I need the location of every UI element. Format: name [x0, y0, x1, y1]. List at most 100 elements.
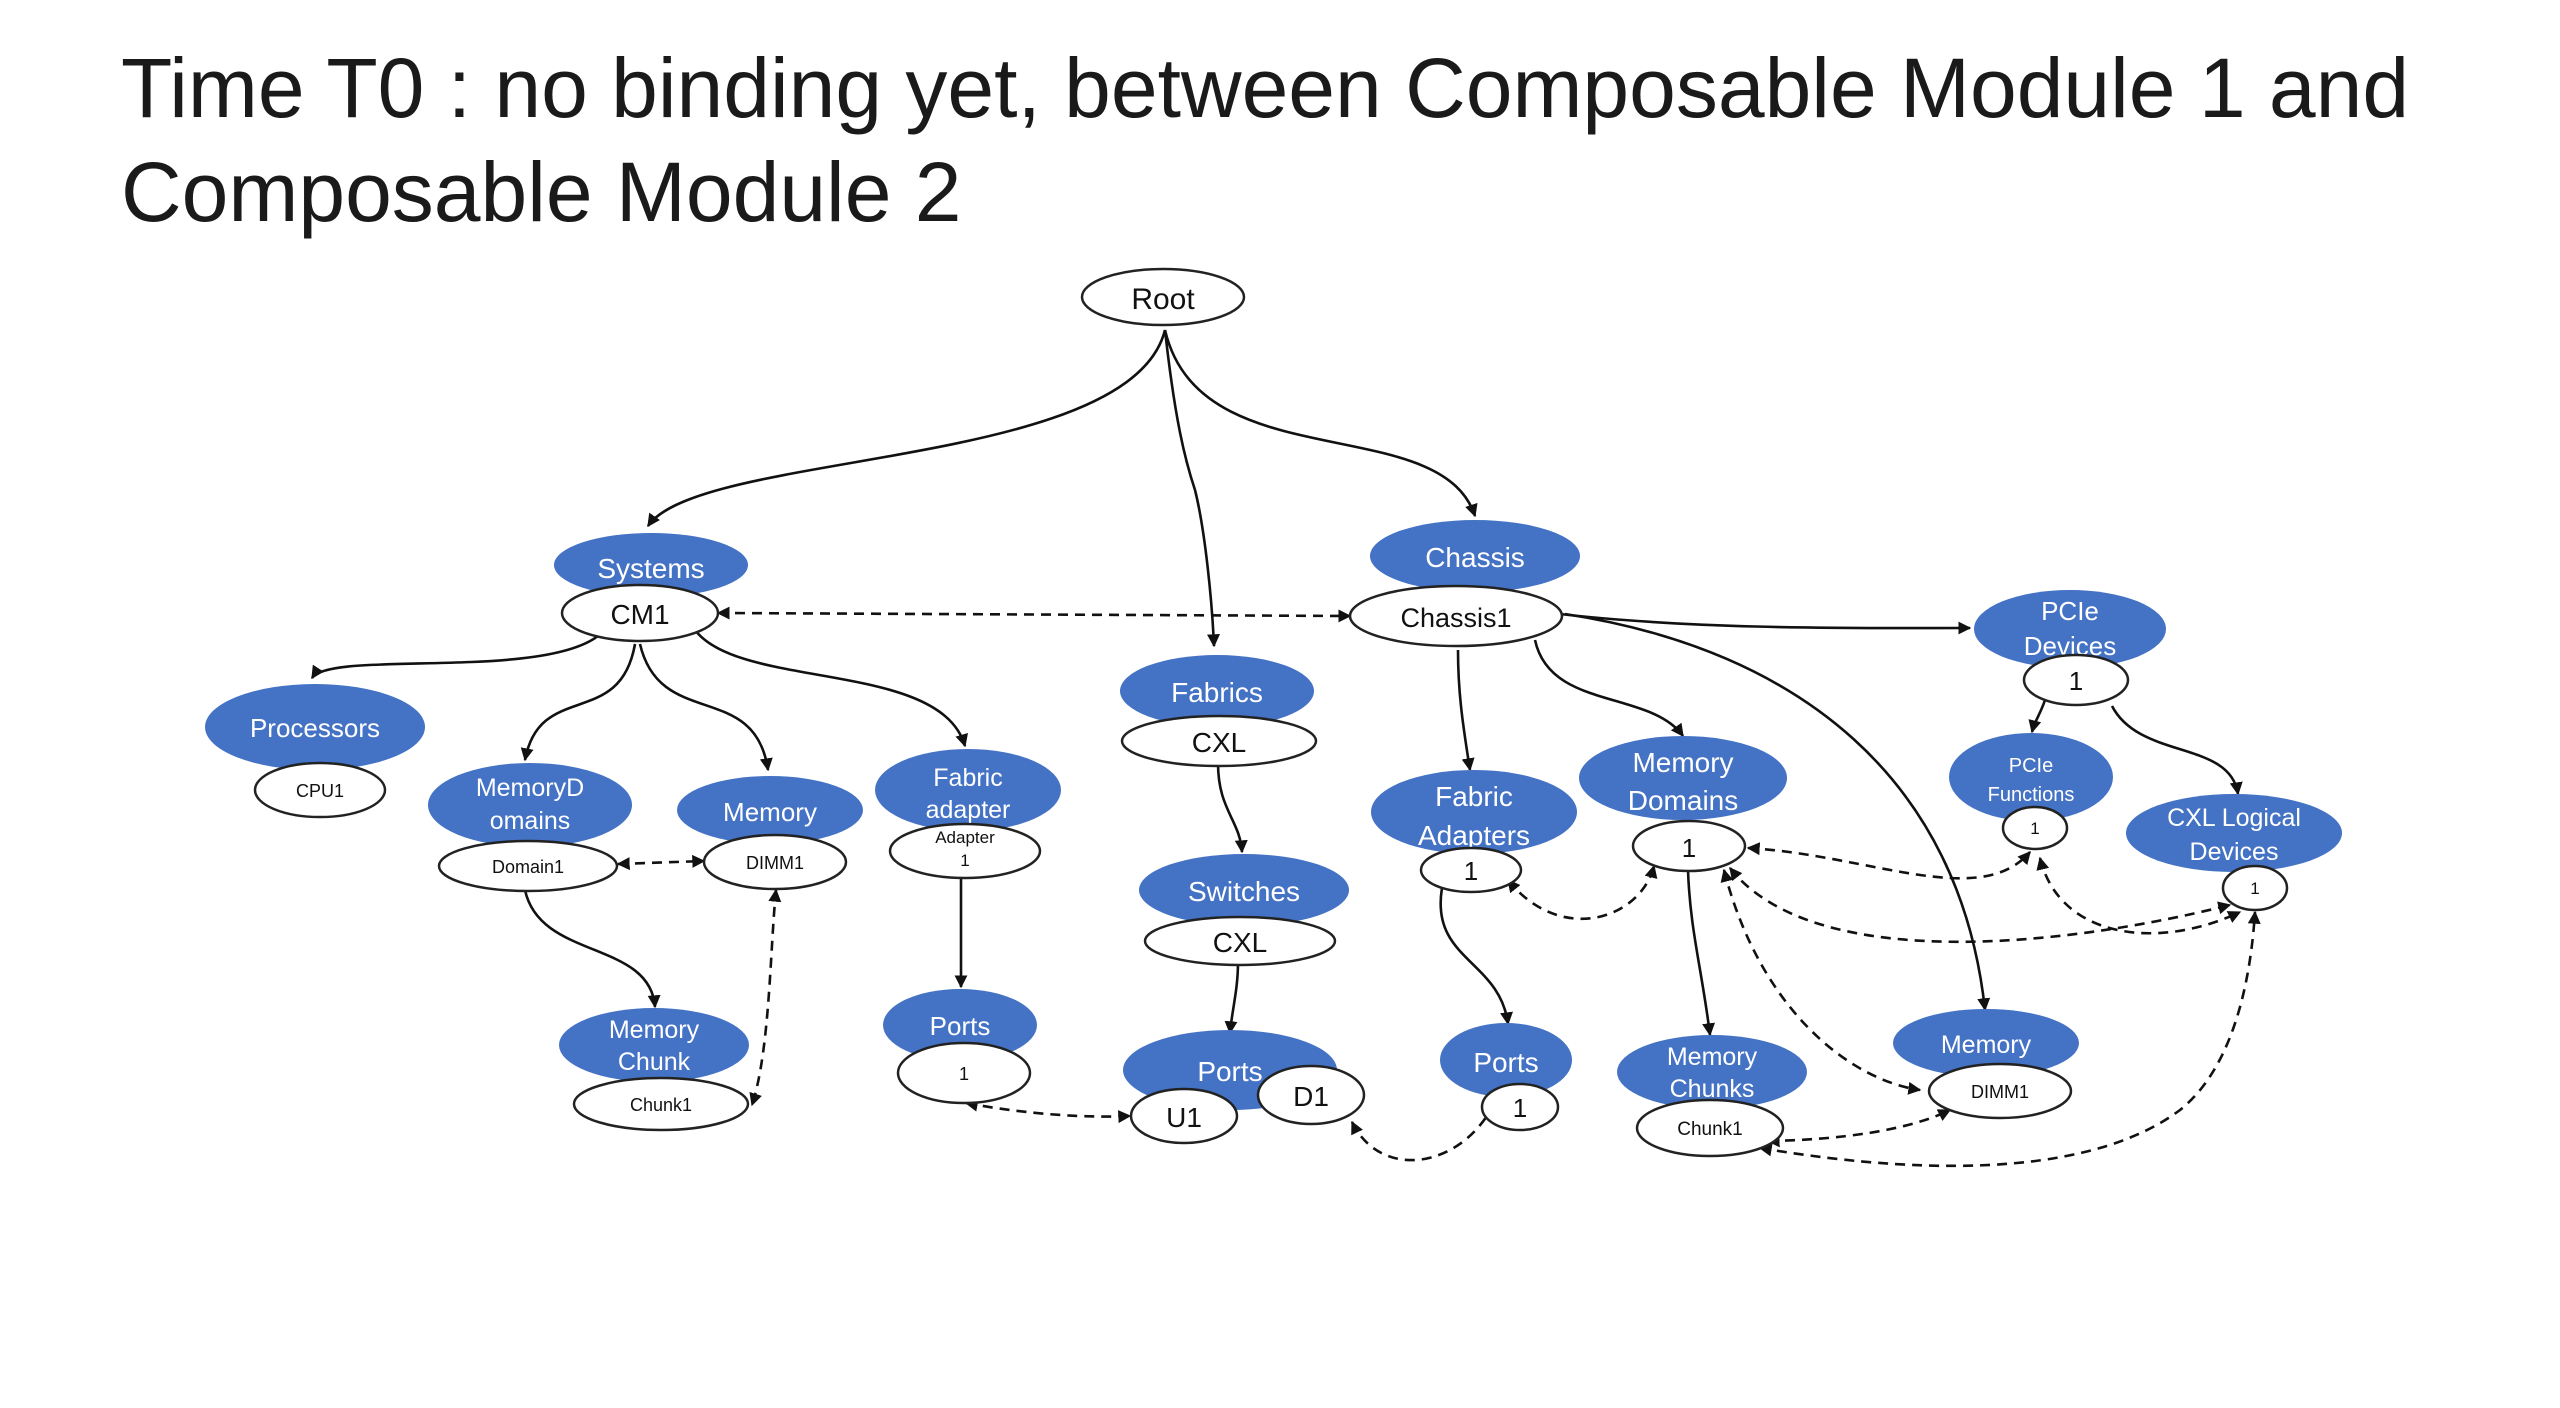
dash-fa1-md1 [1506, 864, 1658, 921]
svg-text:1: 1 [959, 1064, 969, 1084]
edge-chassis1-pciedevices [1559, 612, 1972, 635]
fabricadapter-sys-collection[interactable]: Fabric adapter [875, 749, 1061, 831]
svg-text:Devices: Devices [2190, 838, 2279, 866]
adapter1-sys-instance[interactable]: Adapter 1 [888, 822, 1042, 880]
svg-text:Memory: Memory [723, 797, 817, 827]
switches-collection[interactable]: Switches [1139, 854, 1349, 926]
svg-text:Systems: Systems [597, 553, 704, 584]
svg-text:Domain1: Domain1 [492, 857, 564, 877]
edge-cxlfabric-switches [1216, 762, 1248, 854]
memorychunks-ch-collection[interactable]: Memory Chunks [1617, 1035, 1807, 1109]
memorydomains-ch-collection[interactable]: Memory Domains [1579, 736, 1787, 820]
svg-text:Ports: Ports [1473, 1047, 1538, 1078]
dash-md1-cld1 [1728, 866, 2232, 944]
dash-d1-port1ch [1350, 1102, 1496, 1162]
slide-title: Time T0 : no binding yet, between Compos… [121, 41, 2410, 239]
dimm1-sys-instance[interactable]: DIMM1 [702, 833, 848, 891]
svg-text:Chunks: Chunks [1670, 1075, 1755, 1103]
memorydomains-collection[interactable]: MemoryD omains [428, 763, 632, 847]
svg-text:DIMM1: DIMM1 [1971, 1082, 2029, 1102]
svg-text:1: 1 [2069, 666, 2083, 696]
edge-chassis1-memorydomains [1533, 639, 1685, 738]
svg-text:CPU1: CPU1 [296, 781, 344, 801]
svg-text:MemoryD: MemoryD [476, 774, 584, 802]
edge-pcie1-pciefunctions [2028, 699, 2047, 734]
svg-text:Chassis: Chassis [1425, 542, 1525, 573]
dash-port1-u1 [964, 1098, 1132, 1124]
svg-text:Functions: Functions [1988, 784, 2075, 806]
dash-chunk1ch-dimm1ch [1766, 1108, 1952, 1148]
solid-edges [310, 329, 2243, 1037]
memory-sys-collection[interactable]: Memory [677, 776, 863, 844]
u1-port-instance[interactable]: U1 [1129, 1087, 1239, 1145]
svg-text:Chunk1: Chunk1 [1677, 1119, 1743, 1140]
md1-ch-instance[interactable]: 1 [1631, 819, 1747, 873]
pf1-instance[interactable]: 1 [2001, 805, 2069, 851]
svg-text:adapter: adapter [926, 796, 1011, 824]
cxl-fabric-instance[interactable]: CXL [1120, 714, 1318, 768]
port1-sys-instance[interactable]: 1 [896, 1041, 1032, 1105]
ports-ch-collection[interactable]: Ports [1440, 1023, 1572, 1097]
fabricadapters-ch-collection[interactable]: Fabric Adapters [1371, 770, 1577, 854]
domain1-instance[interactable]: Domain1 [437, 839, 619, 893]
systems-collection[interactable]: Systems [554, 533, 748, 597]
cpu1-instance[interactable]: CPU1 [253, 761, 387, 819]
dash-chunk1ch-cld1 [1758, 910, 2261, 1168]
dimm1-ch-instance[interactable]: DIMM1 [1927, 1062, 2073, 1120]
svg-text:Root: Root [1131, 283, 1195, 316]
svg-text:U1: U1 [1166, 1102, 1202, 1133]
svg-text:1: 1 [1513, 1093, 1527, 1123]
processors-collection[interactable]: Processors [205, 684, 425, 770]
cm1-instance[interactable]: CM1 [560, 583, 720, 643]
cld1-instance[interactable]: 1 [2221, 864, 2289, 912]
cxl-switch-instance[interactable]: CXL [1143, 915, 1337, 967]
chassis1-instance[interactable]: Chassis1 [1348, 584, 1564, 648]
svg-text:omains: omains [490, 807, 571, 835]
svg-text:Domains: Domains [1628, 785, 1738, 816]
cxllogicaldevices-collection[interactable]: CXL Logical Devices [2126, 794, 2342, 872]
svg-text:Memory: Memory [1667, 1043, 1758, 1071]
chunk1-ch-instance[interactable]: Chunk1 [1635, 1098, 1785, 1158]
svg-text:Ports: Ports [1197, 1056, 1262, 1087]
svg-text:PCIe: PCIe [2009, 755, 2053, 777]
dash-dimm1-chunk1 [749, 888, 782, 1107]
root-node[interactable]: Root [1080, 267, 1246, 327]
svg-text:CXL: CXL [1192, 727, 1246, 758]
svg-text:Ports: Ports [930, 1011, 991, 1041]
edge-root-chassis [1163, 329, 1478, 518]
svg-text:DIMM1: DIMM1 [746, 853, 804, 873]
fabrics-collection[interactable]: Fabrics [1120, 655, 1314, 727]
edge-root-systems [646, 329, 1167, 528]
svg-text:Processors: Processors [250, 713, 380, 743]
svg-text:CXL: CXL [1213, 927, 1267, 958]
memory-ch-collection[interactable]: Memory [1893, 1009, 2079, 1077]
svg-text:PCIe: PCIe [2041, 596, 2099, 626]
d1-port-instance[interactable]: D1 [1256, 1064, 1366, 1126]
svg-text:Adapter: Adapter [935, 828, 995, 847]
edge-md1-memorychunks [1686, 869, 1716, 1037]
svg-text:1: 1 [960, 851, 969, 870]
pcie1-instance[interactable]: 1 [2022, 653, 2130, 707]
svg-text:1: 1 [2030, 819, 2039, 838]
svg-text:1: 1 [1464, 856, 1478, 886]
memorychunk-sys-collection[interactable]: Memory Chunk [559, 1008, 749, 1082]
svg-text:Fabric: Fabric [933, 764, 1002, 792]
edge-root-fabrics [1163, 329, 1220, 648]
svg-text:Chunk1: Chunk1 [630, 1095, 692, 1115]
svg-text:Memory: Memory [1941, 1031, 2032, 1059]
svg-text:Adapters: Adapters [1418, 820, 1530, 851]
edge-cm1-processors [310, 634, 599, 680]
chassis-collection[interactable]: Chassis [1370, 520, 1580, 592]
dash-cm1-chassis1 [716, 606, 1352, 623]
fa1-ch-instance[interactable]: 1 [1419, 846, 1523, 894]
dash-domain1-dimm1 [616, 854, 706, 871]
svg-text:Fabrics: Fabrics [1171, 677, 1263, 708]
edge-domain1-memorychunk [523, 889, 661, 1009]
pciefunctions-collection[interactable]: PCIe Functions [1949, 733, 2113, 821]
port1-ch-instance[interactable]: 1 [1480, 1082, 1560, 1132]
svg-text:Fabric: Fabric [1435, 781, 1513, 812]
svg-text:D1: D1 [1293, 1081, 1329, 1112]
chunk1-sys-instance[interactable]: Chunk1 [572, 1076, 750, 1132]
ports-sys-collection[interactable]: Ports [883, 989, 1037, 1061]
